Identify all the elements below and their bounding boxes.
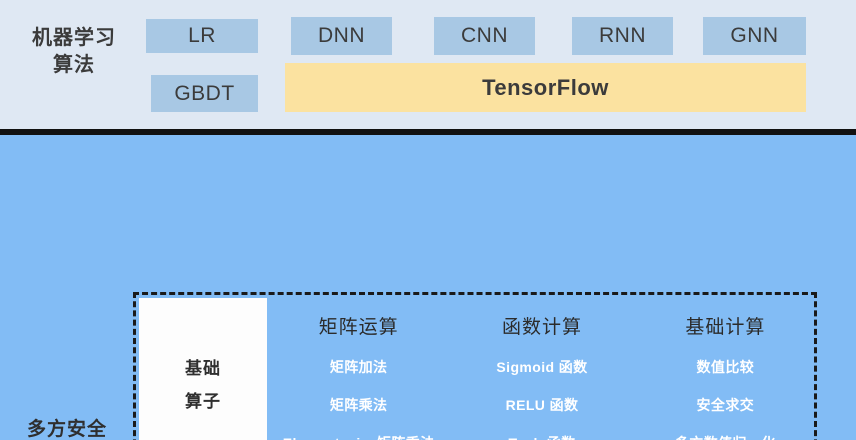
section-divider bbox=[0, 129, 856, 135]
operator-item-sigmoid[interactable]: Sigmoid 函数 bbox=[496, 359, 588, 375]
operator-item-secure-intersection[interactable]: 安全求交 bbox=[696, 397, 755, 413]
basic-operators-columns: 矩阵运算 矩阵加法 矩阵乘法 Element-wise矩阵乘法 函数计算 Sig… bbox=[267, 298, 817, 440]
mpc-label-line-1: 多方安全 bbox=[26, 419, 107, 440]
operator-item-matrix-multiply[interactable]: 矩阵乘法 bbox=[329, 397, 388, 413]
ml-label-line-2: 算法 bbox=[53, 54, 95, 76]
operator-item-matrix-add[interactable]: 矩阵加法 bbox=[329, 359, 388, 375]
operator-column-basic: 基础计算 数值比较 安全求交 多方数值归一化 bbox=[634, 298, 817, 440]
basic-operators-panel: 基础 算子 bbox=[139, 298, 267, 440]
algorithm-tag-gbdt[interactable]: GBDT bbox=[151, 75, 258, 112]
basic-operators-panel-line-2: 算子 bbox=[185, 391, 221, 411]
basic-operators-box: 基础 算子 矩阵运算 矩阵加法 矩阵乘法 Element-wise矩阵乘法 函数… bbox=[133, 292, 817, 440]
mpc-section-label: 多方安全 计算 bbox=[2, 417, 132, 440]
operator-column-function-heading: 函数计算 bbox=[501, 317, 582, 338]
algorithm-tag-gnn[interactable]: GNN bbox=[703, 17, 806, 55]
operator-column-function: 函数计算 Sigmoid 函数 RELU 函数 Tanh 函数 bbox=[450, 298, 633, 440]
operator-item-elementwise-matrix-multiply[interactable]: Element-wise矩阵乘法 bbox=[283, 433, 435, 440]
basic-operators-panel-line-1: 基础 bbox=[185, 359, 221, 379]
operator-item-multiparty-normalization[interactable]: 多方数值归一化 bbox=[675, 433, 776, 440]
secure-multiparty-computation-section: 多方安全 计算 基础 算子 矩阵运算 矩阵加法 矩阵乘法 Element-wis… bbox=[0, 135, 856, 440]
operator-column-matrix-heading: 矩阵运算 bbox=[318, 317, 399, 338]
operator-column-matrix: 矩阵运算 矩阵加法 矩阵乘法 Element-wise矩阵乘法 bbox=[267, 298, 450, 440]
machine-learning-section-label: 机器学习 算法 bbox=[8, 25, 140, 79]
algorithm-tag-dnn[interactable]: DNN bbox=[291, 17, 392, 55]
algorithm-tag-rnn[interactable]: RNN bbox=[572, 17, 673, 55]
operator-item-relu[interactable]: RELU 函数 bbox=[505, 397, 579, 413]
algorithm-tag-cnn[interactable]: CNN bbox=[434, 17, 535, 55]
machine-learning-section: 机器学习 算法 LR DNN CNN RNN GNN GBDT TensorFl… bbox=[0, 0, 856, 130]
operator-column-basic-heading: 基础计算 bbox=[685, 317, 766, 338]
algorithm-tag-lr[interactable]: LR bbox=[146, 19, 258, 53]
operator-item-value-comparison[interactable]: 数值比较 bbox=[696, 359, 755, 375]
ml-label-line-1: 机器学习 bbox=[32, 27, 116, 49]
framework-bar-tensorflow[interactable]: TensorFlow bbox=[285, 63, 806, 112]
operator-item-tanh[interactable]: Tanh 函数 bbox=[508, 433, 575, 440]
